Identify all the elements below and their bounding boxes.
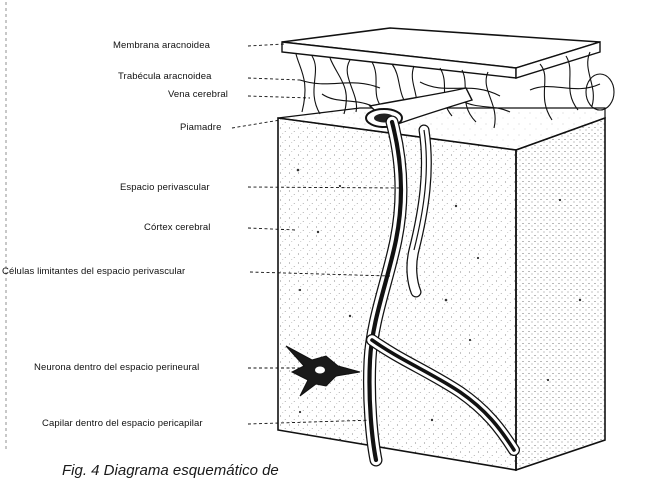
label-neurona: Neurona dentro del espacio perineural [34,362,199,373]
label-vena-cerebral: Vena cerebral [168,89,228,100]
label-cortex-cerebral: Córtex cerebral [144,222,210,233]
label-trabecula-aracnoidea: Trabécula aracnoidea [118,71,212,82]
figure-caption: Fig. 4 Diagrama esquemático de [62,462,279,479]
cortex-right-face [516,118,605,470]
label-piamadre: Piamadre [180,122,221,133]
label-membrana-aracnoidea: Membrana aracnoidea [113,40,210,51]
label-espacio-perivascular: Espacio perivascular [120,182,210,193]
label-capilar: Capilar dentro del espacio pericapilar [42,418,203,429]
label-celulas-limitantes: Células limitantes del espacio perivascu… [2,266,185,277]
